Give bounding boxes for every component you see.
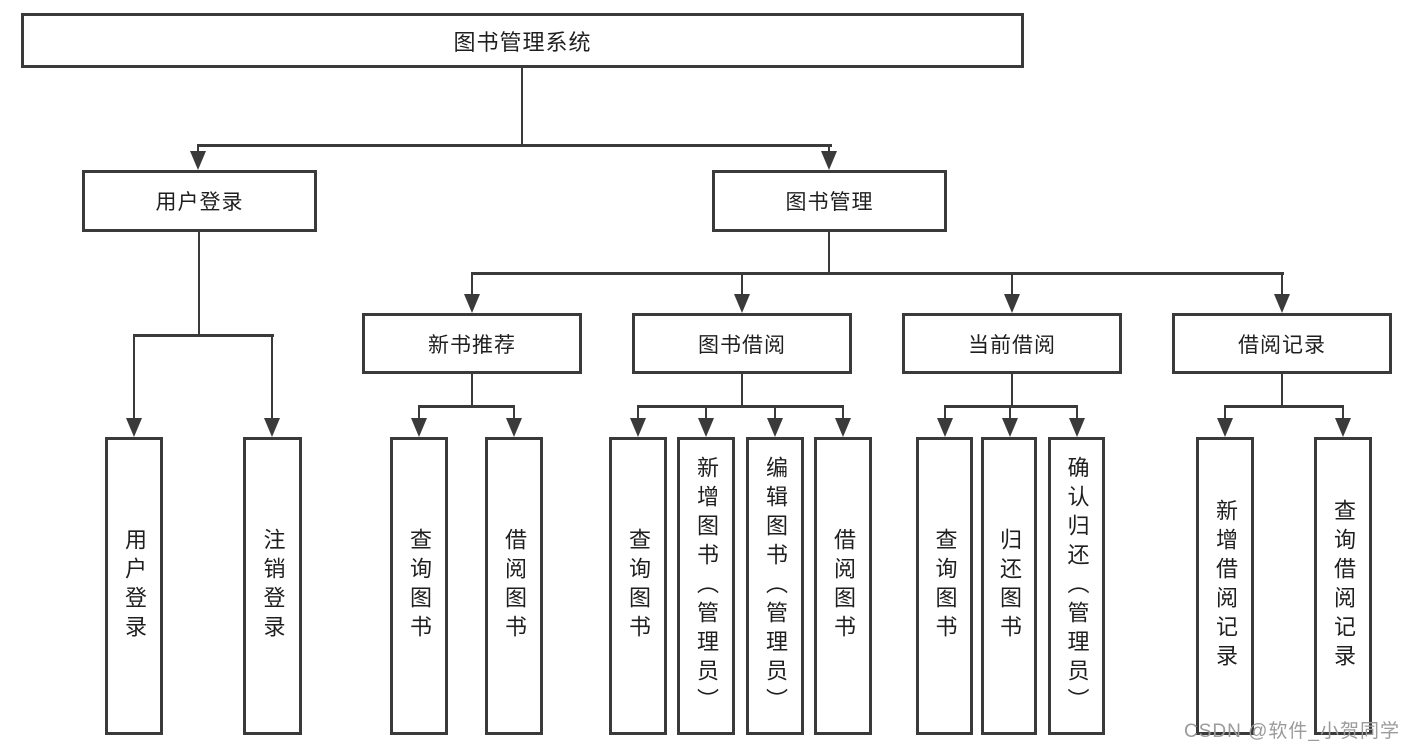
book-borrow-branch-line	[637, 405, 844, 408]
arrow-line-to-book-management	[828, 144, 830, 153]
leaf-borrow-books-recommend: 借阅图书	[485, 437, 543, 735]
arrow-line	[1224, 405, 1226, 420]
leaf-add-books-admin: 新增图书（管理员）	[677, 437, 735, 735]
arrowhead-down-icon	[126, 418, 142, 437]
arrowhead-down-icon	[767, 418, 783, 437]
node-current-borrow: 当前借阅	[902, 313, 1122, 374]
arrowhead-down-icon	[1217, 418, 1233, 437]
arrowhead-down-icon	[506, 418, 522, 437]
csdn-watermark: CSDN @软件_小贺同学	[1184, 721, 1400, 742]
leaf-query-books-recommend: 查询图书	[390, 437, 448, 735]
new-book-recommend-branch-line	[418, 405, 515, 408]
arrow-line	[944, 405, 946, 420]
arrowhead-down-icon	[411, 418, 427, 437]
arrow-line-to-logout-leaf	[271, 334, 273, 420]
leaf-query-borrow-record: 查询借阅记录	[1314, 437, 1372, 735]
arrowhead-down-icon	[1004, 294, 1020, 313]
arrow-line-to-user-login	[197, 144, 199, 153]
arrow-line-to-current-borrow	[1011, 272, 1013, 296]
leaf-confirm-return-admin: 确认归还（管理员）	[1048, 437, 1105, 735]
leaf-query-books-borrow: 查询图书	[609, 437, 667, 735]
level2-branch-line	[197, 144, 832, 147]
node-book-borrow: 图书借阅	[632, 313, 852, 374]
level3-branch-line	[471, 272, 1284, 275]
arrow-line	[513, 405, 515, 420]
arrowhead-down-icon	[1335, 418, 1351, 437]
arrow-line	[842, 405, 844, 420]
current-borrow-branch-line	[944, 405, 1078, 408]
arrow-line	[1342, 405, 1344, 420]
arrowhead-down-icon	[630, 418, 646, 437]
node-root-library-system: 图书管理系统	[21, 13, 1024, 68]
root-stem-line	[521, 66, 523, 146]
arrowhead-down-icon	[464, 294, 480, 313]
arrowhead-down-icon	[835, 418, 851, 437]
arrow-line	[418, 405, 420, 420]
borrow-records-branch-line	[1224, 405, 1344, 408]
node-book-management: 图书管理	[712, 170, 947, 232]
node-new-book-recommend: 新书推荐	[362, 313, 582, 374]
leaf-borrow-books: 借阅图书	[814, 437, 872, 735]
borrow-records-stem-line	[1281, 372, 1283, 407]
arrow-line	[705, 405, 707, 420]
arrowhead-down-icon	[734, 294, 750, 313]
arrowhead-down-icon	[698, 418, 714, 437]
arrow-line	[637, 405, 639, 420]
user-login-stem-line	[198, 230, 200, 336]
arrow-line	[1076, 405, 1078, 420]
node-borrow-records: 借阅记录	[1172, 313, 1392, 374]
leaf-edit-books-admin: 编辑图书（管理员）	[746, 437, 804, 735]
arrowhead-down-icon	[264, 418, 280, 437]
book-management-stem-line	[828, 230, 830, 274]
arrowhead-down-icon	[190, 151, 206, 170]
user-login-branch-line	[133, 334, 274, 337]
new-book-recommend-stem-line	[471, 372, 473, 407]
arrow-line-to-new-book-recommend	[471, 272, 473, 296]
leaf-query-books-current: 查询图书	[916, 437, 973, 735]
arrow-line-to-borrow-records	[1281, 272, 1283, 296]
arrowhead-down-icon	[1069, 418, 1085, 437]
arrowhead-down-icon	[1274, 294, 1290, 313]
arrow-line-to-login-leaf	[133, 334, 135, 420]
leaf-add-borrow-record: 新增借阅记录	[1196, 437, 1254, 735]
arrow-line	[774, 405, 776, 420]
arrow-line-to-book-borrow	[741, 272, 743, 296]
node-user-login: 用户登录	[82, 170, 317, 232]
leaf-logout: 注销登录	[243, 437, 302, 735]
current-borrow-stem-line	[1011, 372, 1013, 407]
arrowhead-down-icon	[937, 418, 953, 437]
arrow-line	[1009, 405, 1011, 420]
arrowhead-down-icon	[1002, 418, 1018, 437]
leaf-user-login: 用户登录	[105, 437, 163, 735]
leaf-return-books: 归还图书	[981, 437, 1037, 735]
arrowhead-down-icon	[821, 151, 837, 170]
book-borrow-stem-line	[741, 372, 743, 407]
